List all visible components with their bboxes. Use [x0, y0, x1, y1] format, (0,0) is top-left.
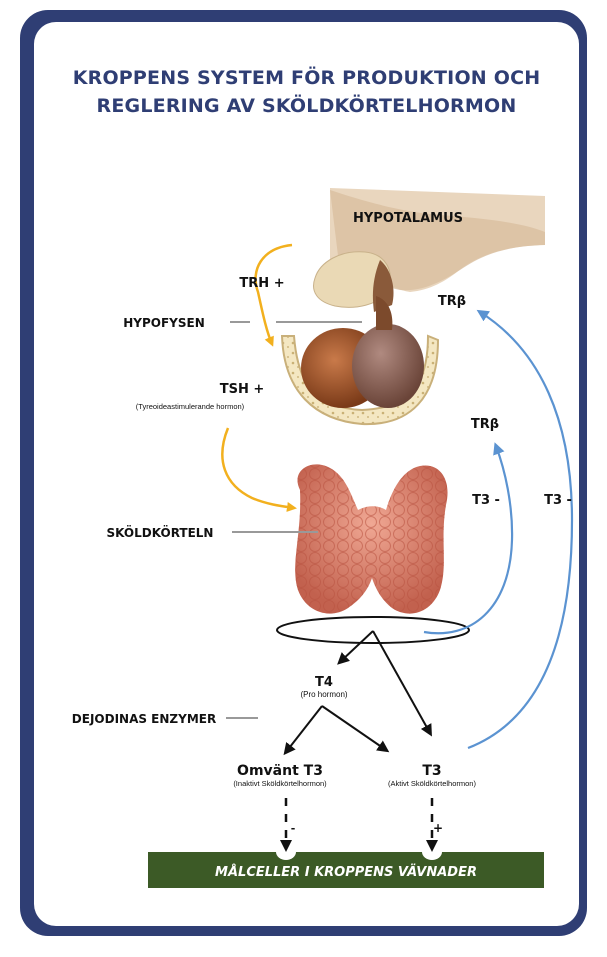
- label-plus-sign: +: [433, 821, 443, 835]
- thyroid-to-t4-arrow: [340, 631, 373, 662]
- label-trb-mid: TRβ: [471, 417, 499, 432]
- label-hypotalamus: HYPOTALAMUS: [353, 211, 463, 226]
- label-trh: TRH +: [239, 276, 284, 291]
- thyroid-to-t3-arrow: [373, 631, 430, 733]
- pituitary-illustration: [282, 296, 438, 424]
- label-tsh-sub: (Tyreoideastimulerande hormon): [136, 402, 245, 411]
- label-skoldkorteln: SKÖLDKÖRTELN: [107, 525, 214, 540]
- label-hypofysen: HYPOFYSEN: [123, 316, 205, 330]
- t4-to-t3-arrow: [322, 706, 386, 750]
- label-t3-minus-outer: T3 -: [544, 493, 572, 508]
- label-dejodinas: DEJODINAS ENZYMER: [72, 712, 216, 726]
- hypothalamus-illustration: [314, 188, 545, 312]
- t3-outer-feedback-arrow: [468, 312, 572, 748]
- label-tsh: TSH +: [220, 382, 265, 397]
- label-omvant-t3-sub: (Inaktivt Sköldkörtelhormon): [233, 779, 327, 788]
- tsh-arrow: [222, 428, 294, 508]
- label-trb-top: TRβ: [438, 294, 466, 309]
- t4-to-rt3-arrow: [286, 706, 322, 752]
- label-minus-sign: -: [291, 822, 296, 835]
- label-t3-sub: (Aktivt Sköldkörtelhormon): [388, 779, 476, 788]
- label-t3-minus-inner: T3 -: [472, 493, 500, 508]
- trh-arrow: [256, 245, 292, 344]
- label-target-bar: MÅLCELLER I KROPPENS VÄVNADER: [215, 864, 477, 880]
- label-t3: T3: [422, 763, 441, 779]
- thyroid-illustration: [277, 464, 469, 643]
- label-t4: T4: [315, 675, 333, 690]
- label-omvant-t3: Omvänt T3: [237, 763, 323, 779]
- label-t4-sub: (Pro hormon): [300, 690, 347, 699]
